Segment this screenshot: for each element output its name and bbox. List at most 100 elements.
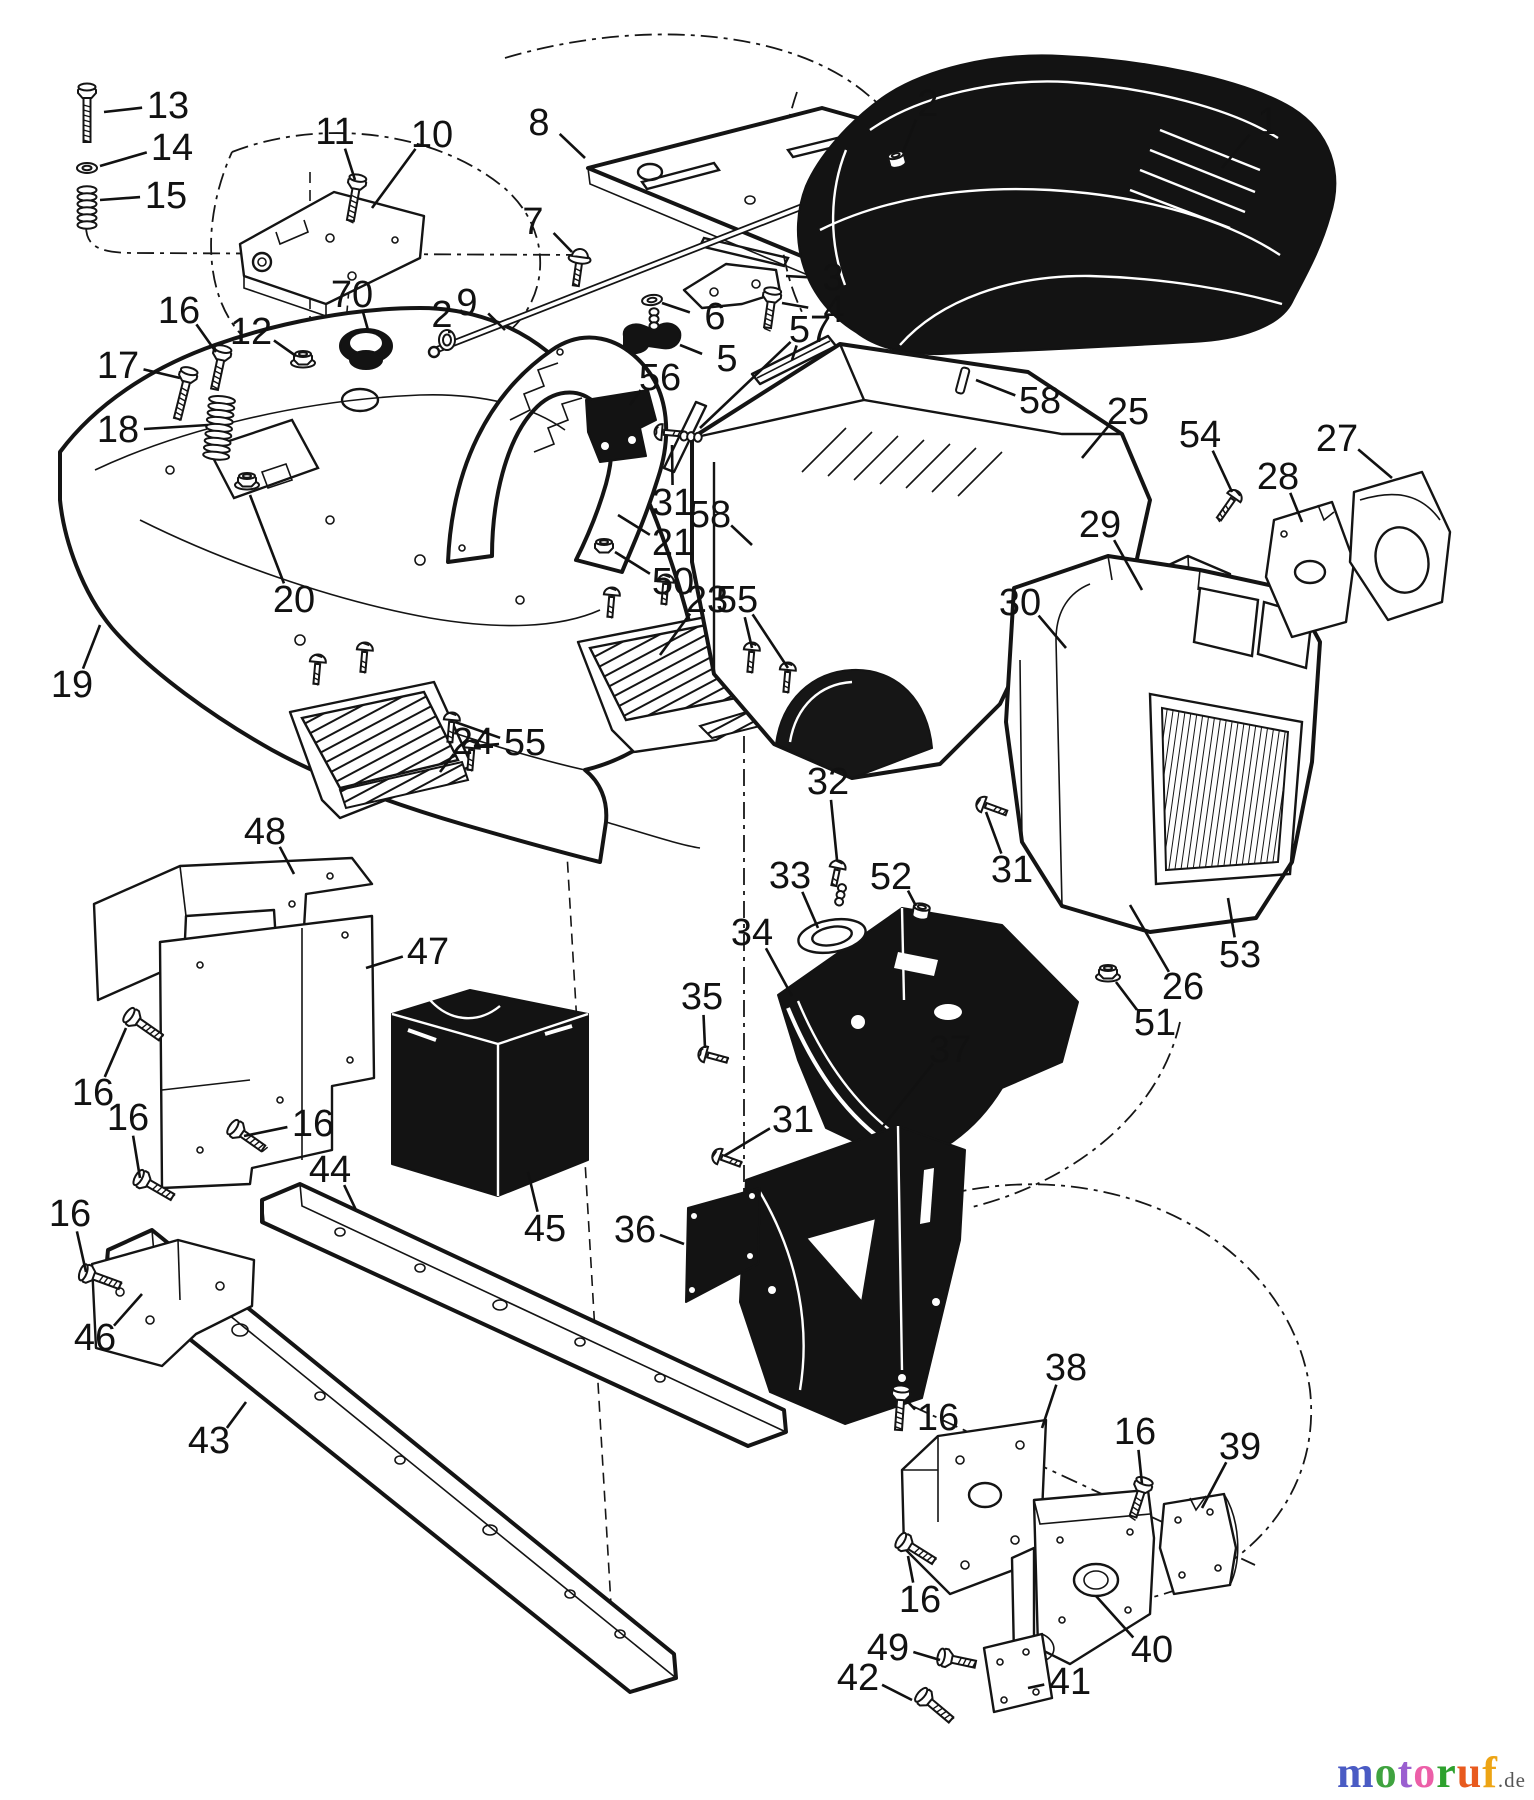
callout-21: 21 [652,522,694,564]
hardware-coil-spring [679,430,703,443]
callout-56: 56 [639,357,681,399]
hardware-pan-screw [711,1147,743,1168]
hardware-coil-spring [834,883,847,907]
watermark-logo[interactable]: motoruf.de [1337,1747,1526,1798]
callout-6: 6 [704,296,725,338]
leader-line-2 [901,119,918,153]
callout-70: 70 [331,274,373,316]
part-hitch-channel-40 [1010,1488,1156,1666]
part-seat-switch-bracket [585,389,657,463]
leader-line-42 [881,1683,913,1702]
hardware-layer [76,82,1243,1724]
part-hitch-plate-39 [1158,1492,1239,1596]
watermark-letter: u [1456,1748,1483,1797]
hardware-grommet [438,329,456,351]
leader-line-19 [81,624,102,670]
callout-30: 30 [999,582,1041,624]
leader-line-3 [785,274,808,279]
callout-16: 16 [49,1193,91,1235]
callout-35: 35 [681,976,723,1018]
leader-line-47 [365,955,404,970]
leader-line-11 [343,148,357,181]
hardware-hex-bolt [172,366,199,422]
callout-55: 55 [504,722,546,764]
callout-41: 41 [1049,1661,1091,1703]
leader-line-21 [617,513,651,536]
hardware-pin [955,366,971,395]
leader-line-55 [454,720,501,740]
callout-51: 51 [1134,1002,1176,1044]
callout-43: 43 [188,1420,230,1462]
callout-52: 52 [870,856,912,898]
callout-16: 16 [899,1579,941,1621]
hardware-pan-screw [442,711,461,744]
leader-line-26 [1128,904,1171,973]
hardware-bushing [911,902,931,921]
leader-line-39 [1200,1461,1228,1509]
hardware-pan-screw [308,653,327,686]
leader-line-23 [658,612,692,656]
callout-33: 33 [769,855,811,897]
leader-line-43 [225,1401,248,1429]
leader-line-5 [679,343,703,356]
hardware-flange-nut [234,472,260,491]
leader-line-29 [1112,539,1144,591]
leader-line-16 [75,1231,88,1273]
part-fuel-cap [339,328,393,413]
leader-line-16 [131,1135,142,1179]
hardware-pan-screw [1215,488,1243,523]
callout-16: 16 [1114,1411,1156,1453]
hardware-hex-bolt [122,1006,165,1042]
hardware-hex-bolt [914,1686,955,1724]
leader-line-28 [1289,492,1304,523]
callout-16: 16 [72,1072,114,1114]
part-hood [690,342,1152,780]
leader-line-35 [702,1014,707,1049]
leader-line-9 [487,312,506,331]
leader-line-16 [906,1555,915,1583]
leader-line-16 [243,1125,288,1138]
callout-20: 20 [273,579,315,621]
watermark-letter: f [1482,1748,1498,1797]
watermark-suffix: .de [1497,1768,1526,1792]
part-battery-box [391,989,589,1197]
leader-line-31 [984,811,1003,855]
leader-line-34 [764,947,794,997]
hardware-coil-spring [648,307,660,331]
callout-19: 19 [51,664,93,706]
leader-line-8 [558,132,586,159]
callout-7: 7 [522,201,543,243]
leader-line-32 [829,799,839,861]
leader-line-30 [1037,614,1067,649]
hardware-pan-screw [355,641,374,674]
leader-line-4 [781,301,809,309]
leader-line-13 [103,106,143,114]
leader-line-25 [1080,423,1111,459]
leader-line-49 [912,1650,941,1662]
callout-5: 5 [716,338,737,380]
hardware-hex-bolt [890,1384,912,1432]
callout-16: 16 [107,1097,149,1139]
callout-45: 45 [524,1208,566,1250]
callout-13: 13 [147,85,189,127]
leader-line-27 [1357,448,1393,479]
callout-23: 23 [686,579,728,621]
hardware-hex-bolt [77,82,97,143]
watermark-letter: r [1436,1748,1457,1797]
callout-53: 53 [1219,934,1261,976]
callout-37: 37 [929,1029,971,1071]
leader-line-55 [743,616,754,649]
hardware-pan-screw [656,573,675,606]
leader-line-12 [273,339,297,358]
callout-16: 16 [292,1103,334,1145]
callout-14: 14 [151,127,193,169]
hardware-washer [76,162,98,174]
callout-50: 50 [652,561,694,603]
part-seat-support-plate [238,190,426,318]
leader-line-16 [1137,1449,1144,1485]
leader-line-7 [552,232,573,253]
hardware-shoulder-screw [567,248,592,288]
callout-2: 2 [431,294,452,336]
leader-line-70 [361,311,370,331]
